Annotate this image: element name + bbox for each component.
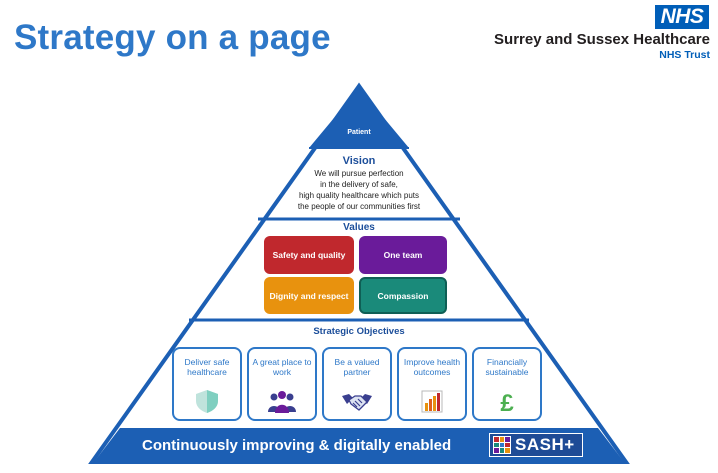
objective-card-deliver-safe-healthcare: Deliver safe healthcare: [172, 347, 242, 421]
organization-subtitle: NHS Trust: [659, 49, 710, 61]
vision-line: high quality healthcare which puts: [298, 191, 420, 200]
objective-label: Deliver safe healthcare: [184, 357, 230, 377]
vision-statement: We will pursue perfection in the deliver…: [270, 168, 448, 212]
people-icon: [268, 391, 296, 413]
objectives-heading: Strategic Objectives: [313, 326, 405, 337]
objective-card-valued-partner: Be a valued partner: [322, 347, 392, 421]
nhs-logo: NHS: [655, 5, 709, 29]
organization-name: Surrey and Sussex Healthcare: [494, 31, 710, 48]
sash-plus-label: SASH+: [515, 435, 575, 454]
objective-label: Financially sustainable: [485, 357, 529, 377]
page-title: Strategy on a page: [14, 18, 331, 57]
objective-card-financially-sustainable: Financially sustainable £: [472, 347, 542, 421]
vision-line: the people of our communities first: [297, 202, 421, 211]
objective-label: A great place to work: [252, 357, 312, 377]
handshake-icon: [342, 394, 372, 411]
pyramid-apex: [309, 88, 409, 148]
pound-icon: £: [500, 390, 514, 414]
footer-statement: Continuously improving & digitally enabl…: [142, 437, 452, 454]
vision-heading: Vision: [342, 155, 376, 167]
shield-icon: [196, 390, 218, 413]
apex-label: Patient: [347, 129, 371, 136]
objective-card-improve-health-outcomes: Improve health outcomes: [397, 347, 467, 421]
vision-line: We will pursue perfection: [314, 169, 404, 178]
sash-plus-badge: SASH+: [489, 433, 583, 457]
svg-text:£: £: [500, 390, 514, 414]
value-dignity-and-respect: Dignity and respect: [264, 277, 354, 314]
value-compassion: Compassion: [359, 277, 447, 314]
values-heading: Values: [343, 222, 375, 233]
value-one-team: One team: [359, 236, 447, 274]
objective-card-great-place-to-work: A great place to work: [247, 347, 317, 421]
vision-line: in the delivery of safe,: [320, 180, 398, 189]
value-safety-and-quality: Safety and quality: [264, 236, 354, 274]
objective-label: Be a valued partner: [334, 357, 380, 377]
chart-icon: [421, 390, 443, 413]
sash-grid-icon: [493, 436, 511, 454]
objective-label: Improve health outcomes: [403, 357, 461, 377]
